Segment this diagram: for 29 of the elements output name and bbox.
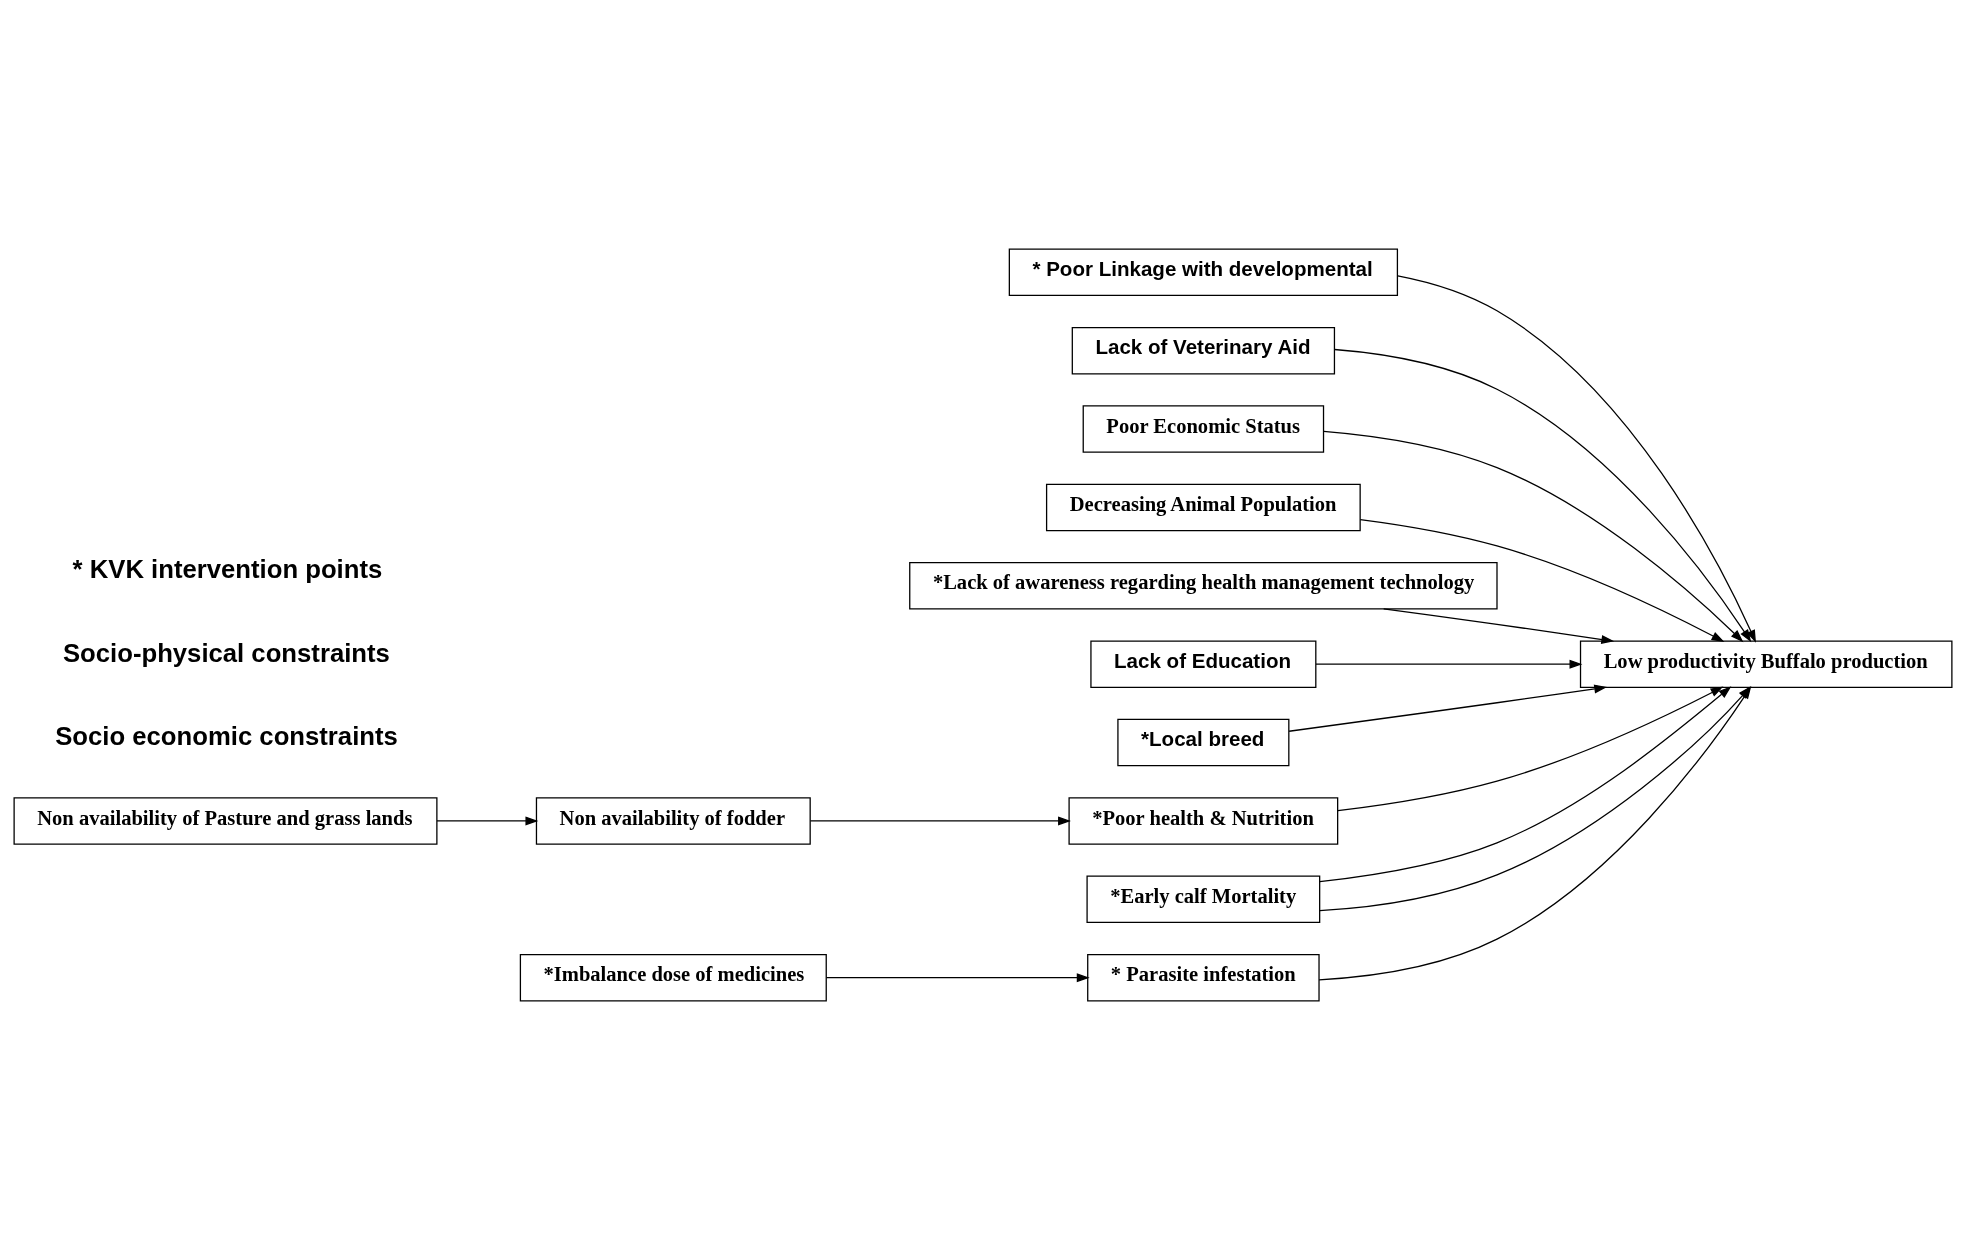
node-box: * Parasite infestation: [1087, 953, 1320, 1002]
node-box: * Poor Linkage with developmental: [1008, 248, 1399, 297]
arrow: [1359, 519, 1725, 642]
node-box: *Early calf Mortality: [1086, 875, 1321, 924]
arrow: [1323, 430, 1744, 643]
arrow: [1288, 684, 1608, 732]
arrow: [1315, 659, 1583, 669]
arrow: [825, 973, 1090, 983]
arrow: [809, 816, 1071, 826]
label: Socio-physical constraints: [62, 638, 390, 667]
arrow: [1383, 608, 1615, 644]
node-box: *Local breed: [1117, 718, 1290, 767]
node-box: Poor Economic Status: [1082, 405, 1325, 453]
arrow: [436, 816, 539, 826]
label: * KVK intervention points: [72, 555, 383, 584]
arrow: [1337, 686, 1724, 812]
node-box: Lack of Education: [1090, 640, 1317, 688]
node-box: Low productivity Buffalo production: [1579, 640, 1953, 688]
node-box: Decreasing Animal Population: [1045, 483, 1361, 532]
label: Socio economic constraints: [55, 722, 398, 751]
node-box: *Poor health & Nutrition: [1068, 797, 1339, 845]
node-box: Lack of Veterinary Aid: [1071, 326, 1336, 375]
node-box: *Imbalance dose of medicines: [519, 953, 827, 1002]
arrow: [1319, 686, 1732, 883]
node-box: *Lack of awareness regarding health management technology: [909, 562, 1498, 610]
node-box: Non availability of fodder: [535, 797, 811, 845]
node-box: Non availability of Pasture and grass lands: [13, 797, 438, 845]
arrow: [1397, 275, 1756, 643]
arrow: [1333, 348, 1752, 643]
